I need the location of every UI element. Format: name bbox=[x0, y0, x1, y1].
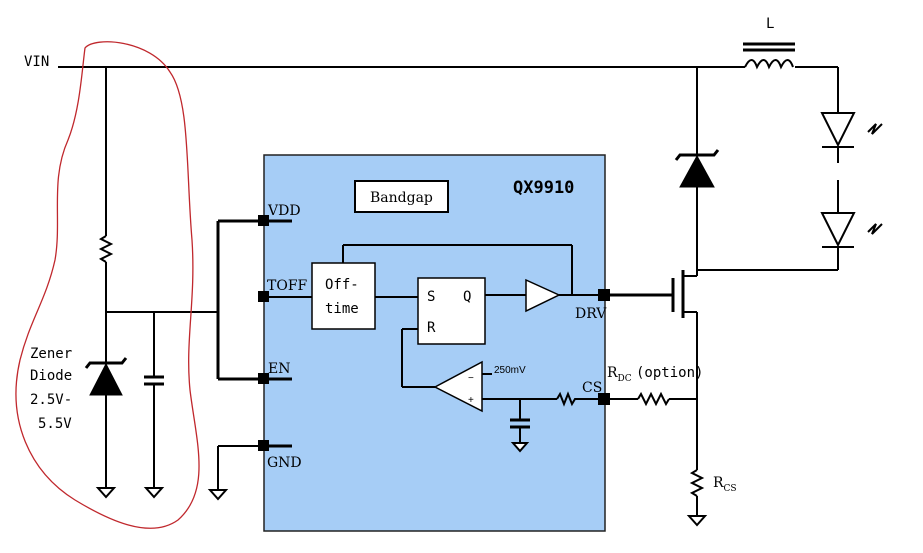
freewheel-diode bbox=[674, 67, 720, 270]
sr-s-label: S bbox=[427, 289, 435, 305]
rdc-resistor bbox=[604, 391, 697, 407]
internal-sense-resistor bbox=[556, 391, 578, 407]
zener-label-1: Zener bbox=[30, 346, 72, 362]
bandgap-label: Bandgap bbox=[370, 190, 433, 206]
led-string bbox=[697, 112, 883, 271]
offtime-block bbox=[311, 262, 376, 330]
inductor-label: L bbox=[766, 16, 774, 32]
sr-latch bbox=[417, 277, 486, 345]
ref-voltage-label: 250mV bbox=[494, 365, 526, 376]
offtime-label-2: time bbox=[325, 301, 359, 317]
pin-drv-label: DRV bbox=[575, 306, 607, 322]
rcs-resistor bbox=[686, 469, 708, 527]
chip-name: QX9910 bbox=[513, 178, 574, 198]
left-supply-network bbox=[84, 67, 264, 501]
pin-toff-label: TOFF bbox=[267, 278, 308, 294]
bandgap-block bbox=[354, 180, 449, 213]
highlight-outline bbox=[15, 41, 200, 529]
vin-label: VIN bbox=[24, 54, 49, 70]
rdc-option-label: (option) bbox=[636, 365, 703, 381]
driver-buffer bbox=[525, 278, 561, 313]
zener-label-3: 2.5V- bbox=[30, 392, 72, 408]
cs-comparator bbox=[433, 360, 483, 413]
comparator-wiring bbox=[401, 328, 604, 453]
comparator-minus: − bbox=[468, 373, 474, 384]
rdc-label: RDC bbox=[607, 365, 632, 384]
pin-en-label: EN bbox=[268, 361, 290, 377]
vin-rail bbox=[58, 66, 839, 112]
zener-label-2: Diode bbox=[30, 368, 72, 384]
comparator-plus: + bbox=[468, 395, 474, 406]
zener-label-4: 5.5V bbox=[38, 416, 72, 432]
pin-vdd-label: VDD bbox=[267, 203, 301, 219]
rcs-label: RCS bbox=[713, 475, 737, 494]
offtime-label-1: Off- bbox=[325, 277, 359, 293]
pin-cs-label: CS bbox=[582, 380, 602, 396]
inductor bbox=[743, 42, 795, 70]
pin-gnd-label: GND bbox=[267, 455, 302, 471]
offtime-feedback bbox=[342, 244, 573, 295]
sr-q-label: Q bbox=[463, 289, 471, 305]
sr-r-label: R bbox=[427, 320, 436, 336]
